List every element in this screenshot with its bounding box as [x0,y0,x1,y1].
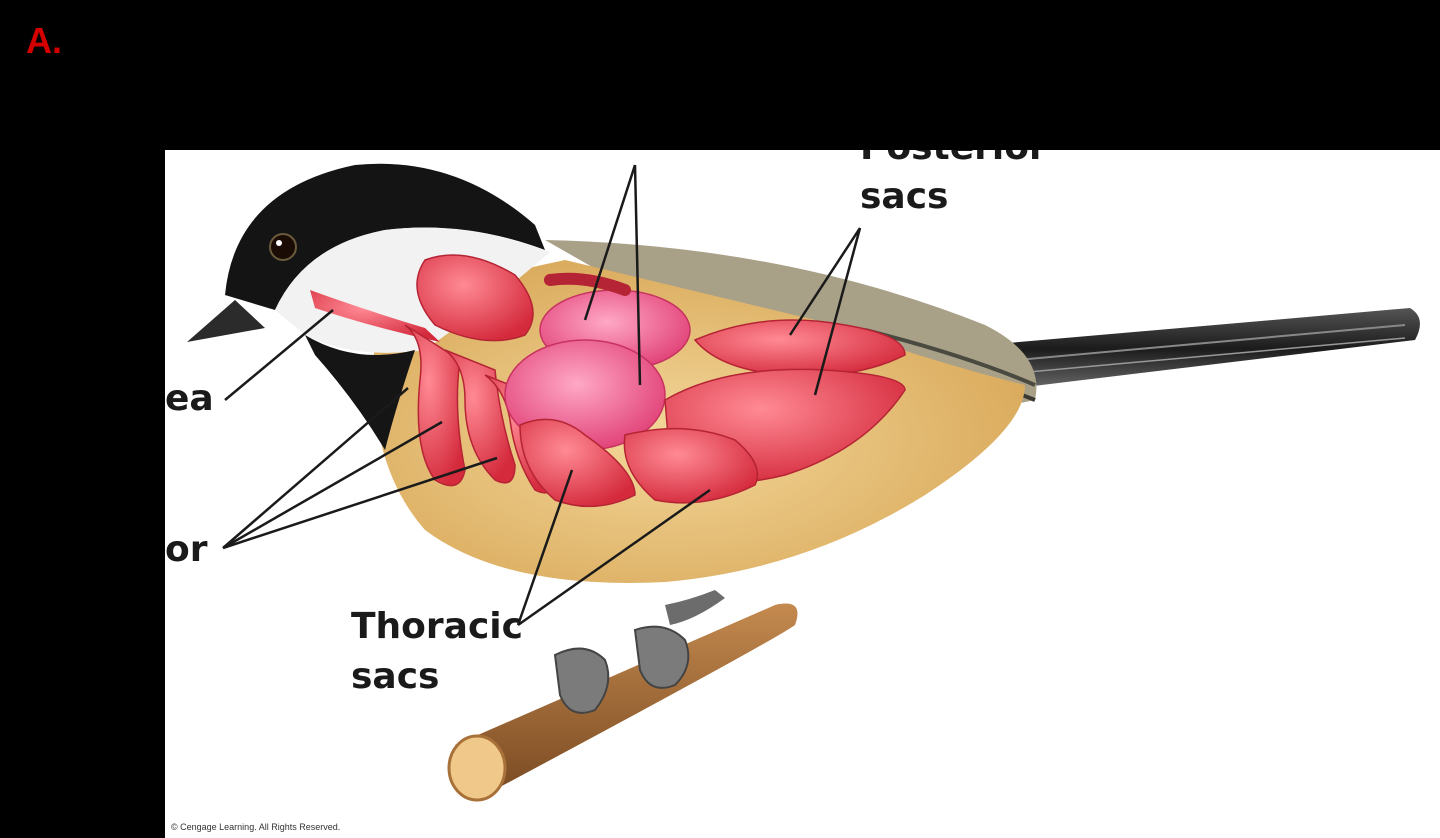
trachea [310,290,440,342]
bird-head-cap [225,163,545,310]
pointer-lines [222,164,862,627]
posterior-sacs-label-top: Posterior [860,150,1047,173]
thoracic-air-sac-rear [623,427,759,504]
posterior-air-sac-upper [693,319,906,377]
thoracic-sacs-label-top: Thoracic [351,606,523,647]
posterior-sacs-label-bottom: sacs [860,176,949,217]
branch [455,603,798,795]
thoracic-sacs-label-bottom: sacs [351,656,440,697]
bird-beak [187,300,265,342]
thoracic-air-sac-front [519,418,636,508]
slide-label: A. [26,20,62,61]
trachea-label: ea [165,378,214,419]
bird-feet [553,625,690,714]
bird-respiratory-diagram: Posterior sacs ea or Thoracic sacs © Cen… [165,150,1440,838]
copyright-notice: © Cengage Learning. All Rights Reserved. [171,822,341,832]
bird-tail [985,308,1420,390]
bird-eye [269,233,297,261]
branch-end [447,734,507,802]
bird-leg [665,590,725,625]
anterior-sacs-label: or [165,529,208,570]
bird-illustration [187,163,1420,802]
bird-throat [305,335,415,450]
